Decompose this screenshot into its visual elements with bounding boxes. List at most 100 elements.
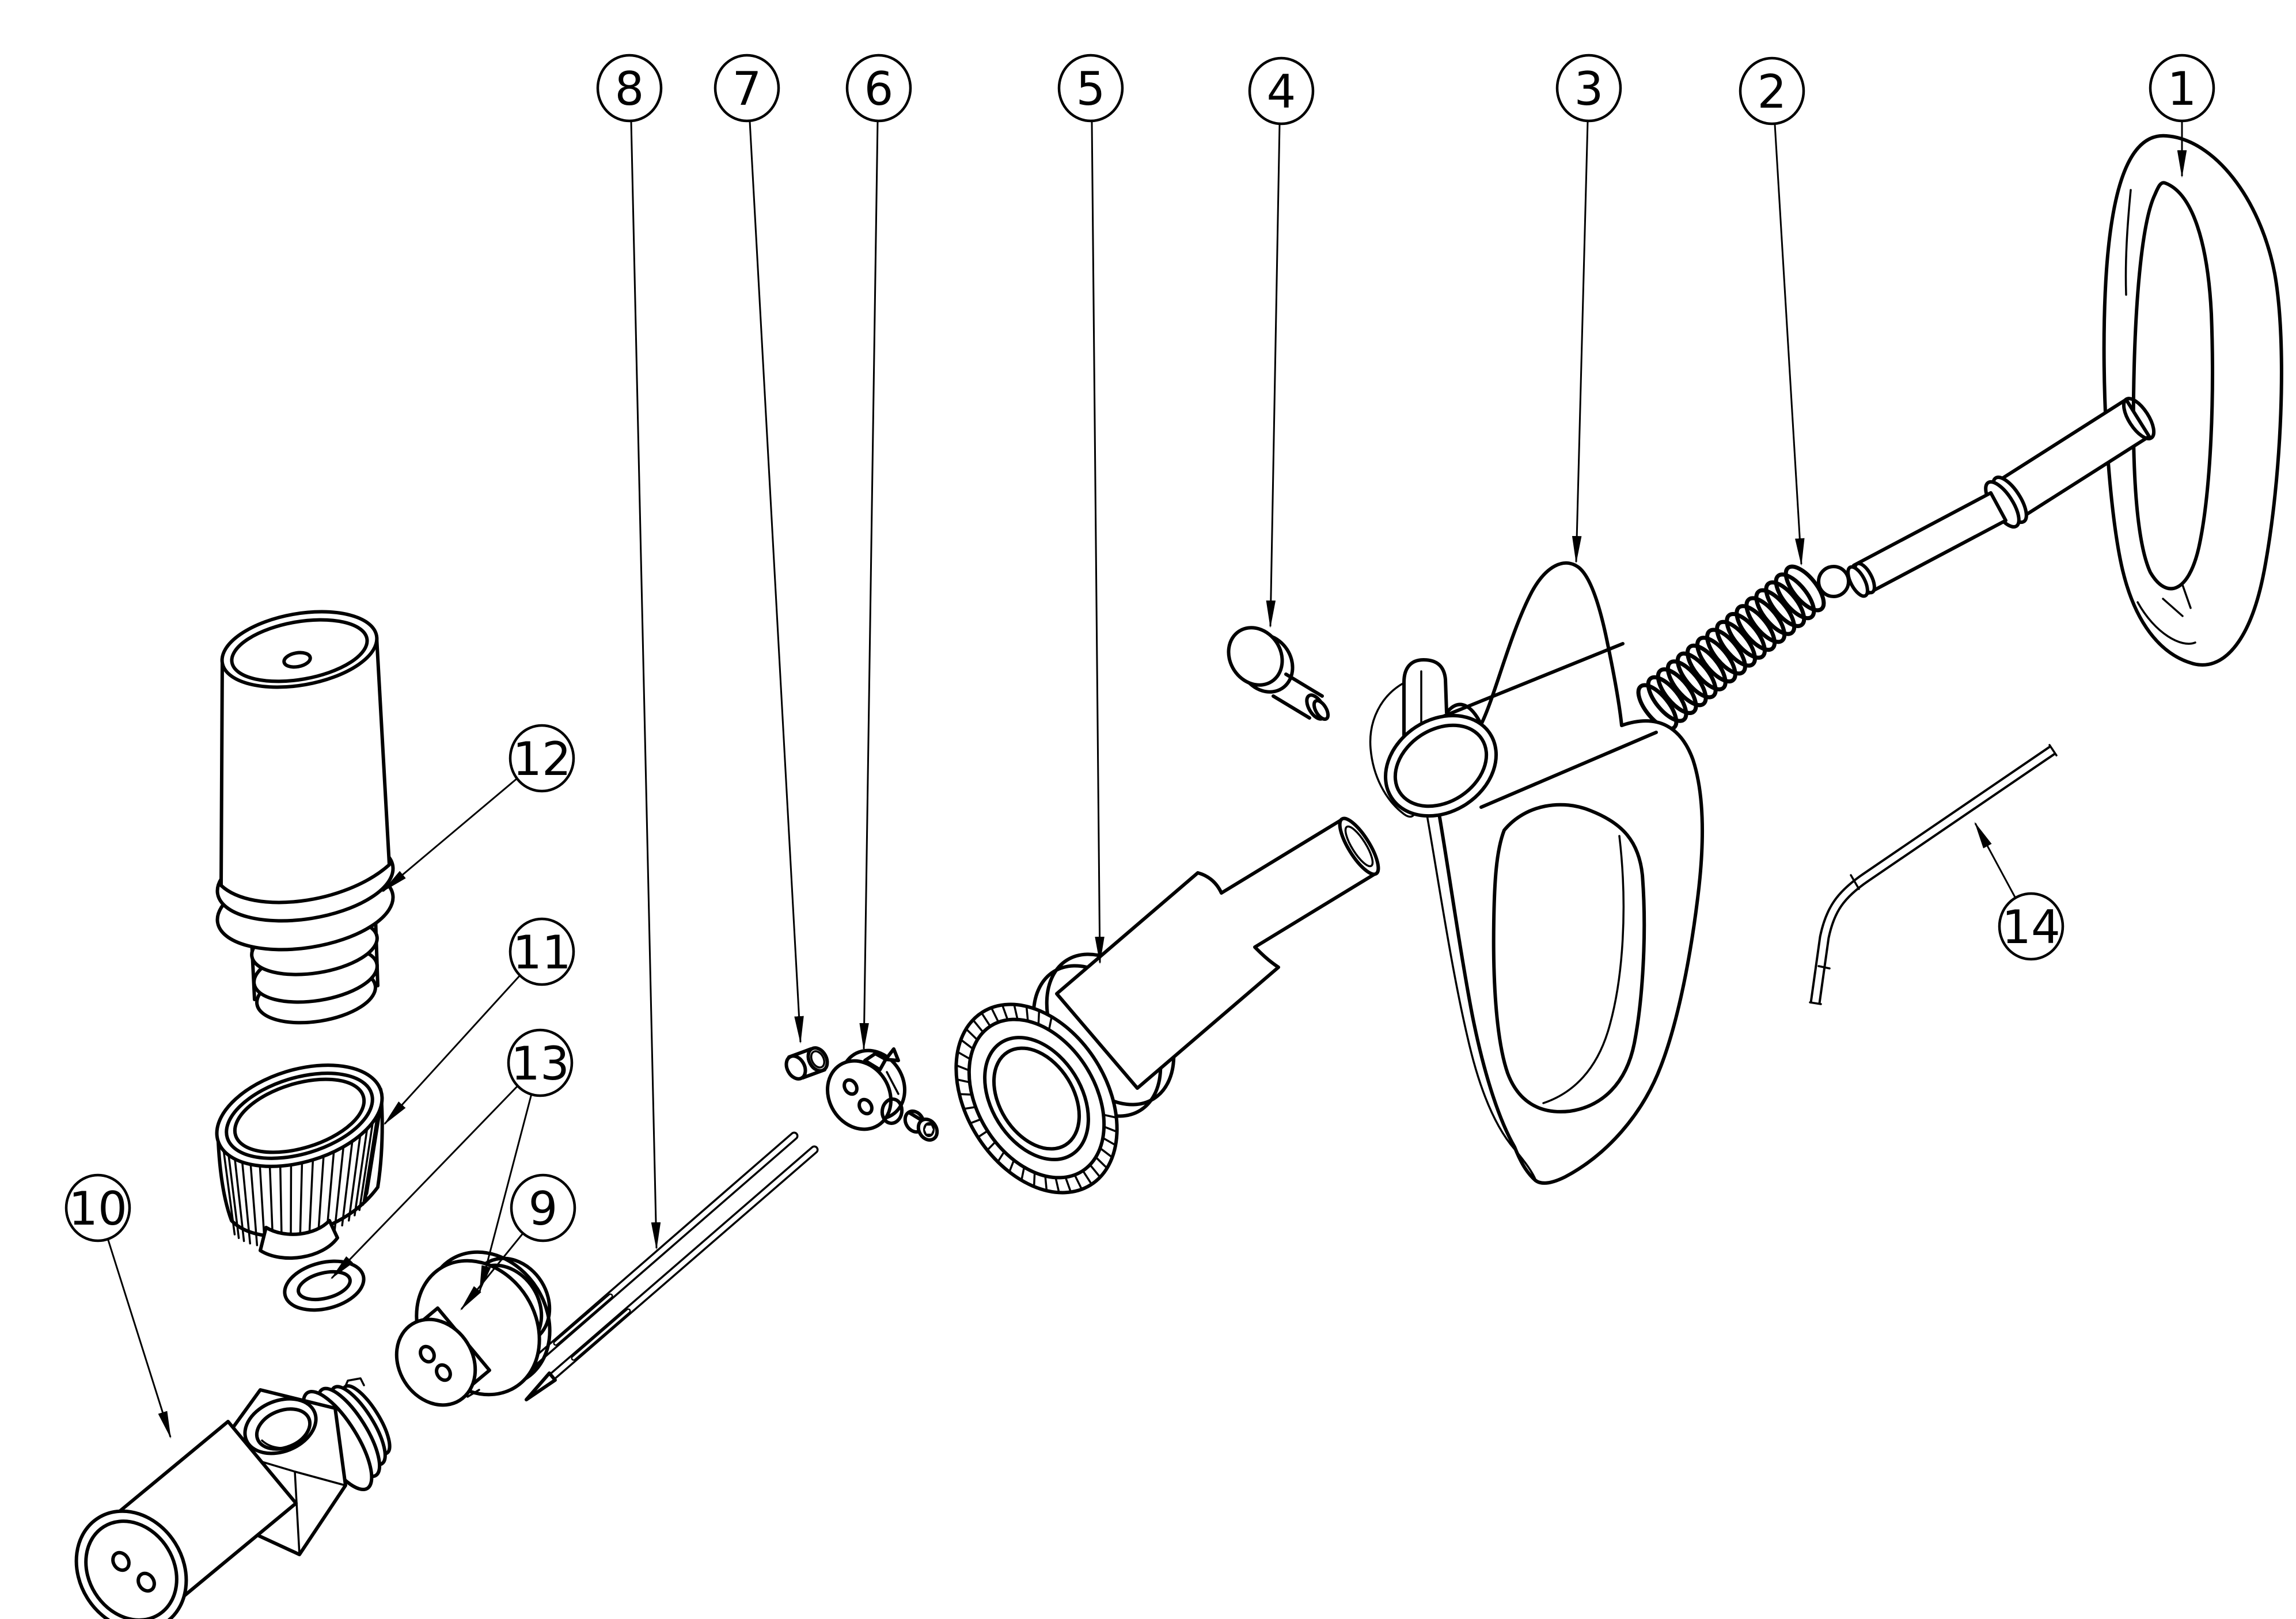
knurl-tick (1099, 1147, 1114, 1158)
callout-number-12: 12 (513, 732, 571, 786)
leader-line-3 (1572, 121, 1589, 564)
callout-number-1: 1 (2168, 62, 2197, 116)
callout-2: 2 (1739, 56, 1805, 566)
part-return-spring (1636, 564, 1826, 731)
callout-number-13: 13 (511, 1037, 570, 1090)
part-valve-disc (826, 1047, 939, 1142)
leader-line-7 (749, 121, 804, 1044)
callout-circle-13 (507, 1028, 574, 1097)
knurl-tick (1081, 1169, 1093, 1185)
knurl-tick (977, 1130, 989, 1139)
cap-knurl-ridge (299, 1161, 303, 1245)
part-knurled-cap (215, 1063, 384, 1260)
spring-coil (1783, 564, 1826, 613)
cap-knurl-ridge (308, 1158, 314, 1242)
callout-5: 5 (1057, 54, 1124, 964)
spring-coil (1675, 651, 1718, 700)
knurl-tick (957, 1051, 971, 1061)
cap-knurl-ridge (234, 1158, 245, 1242)
part-hex-key (1809, 744, 2058, 1005)
part-nozzle-insert (394, 1250, 552, 1407)
callout-14: 14 (1974, 822, 2064, 961)
spring-coil (1764, 580, 1807, 628)
knurl-tick (965, 1028, 978, 1041)
spring-coil (1646, 675, 1688, 723)
callout-circle-1 (2149, 54, 2215, 123)
knurl-tick (996, 1150, 1005, 1163)
callout-4: 4 (1248, 56, 1315, 628)
knurl-tick (1102, 1137, 1117, 1146)
callout-circle-11 (508, 917, 575, 986)
knurl-tick (955, 1064, 970, 1071)
spring-coil (1665, 659, 1708, 708)
cap-knurl-ridge (317, 1155, 325, 1239)
knurl-tick (990, 1006, 1000, 1024)
part-pistol-grip-body (1369, 561, 1705, 1185)
callout-number-14: 14 (2002, 900, 2060, 954)
callout-circle-10 (64, 1173, 131, 1242)
callout-circle-4 (1248, 56, 1315, 126)
cap-knurl-ridge (362, 1114, 378, 1206)
spring-coil (1685, 643, 1728, 691)
callout-number-8: 8 (615, 62, 644, 116)
cap-knurl-ridge (354, 1127, 369, 1217)
knurl-tick (959, 1039, 974, 1050)
leader-line-4 (1266, 124, 1281, 628)
part-valve-pin (784, 1046, 829, 1081)
knurl-tick (969, 1118, 982, 1124)
knurl-tick (1102, 1113, 1118, 1119)
callout-number-9: 9 (529, 1182, 558, 1236)
callout-1: 1 (2149, 54, 2215, 178)
knurl-tick (1025, 1005, 1029, 1023)
knurl-tick (986, 1141, 997, 1151)
callout-number-10: 10 (69, 1182, 127, 1236)
part-barrel-assembly (954, 816, 1380, 1195)
leader-line-14 (1974, 822, 2017, 899)
part-container-bottle (215, 610, 395, 1025)
cap-knurl-ridge (249, 1163, 259, 1246)
callout-circle-8 (596, 54, 663, 123)
cap-knurl-ridge (358, 1121, 374, 1211)
callout-11: 11 (383, 917, 575, 1126)
knurl-tick (1103, 1126, 1118, 1133)
cap-knurl-ridge (222, 1149, 236, 1236)
spring-coil (1774, 572, 1816, 621)
knurl-tick (1013, 1003, 1019, 1021)
leader-line-9 (460, 1232, 525, 1311)
spring-coil (1656, 667, 1698, 715)
callout-number-6: 6 (864, 62, 894, 116)
knurl-tick (980, 1012, 992, 1028)
spring-coil (1735, 604, 1777, 652)
callout-number-11: 11 (513, 926, 571, 979)
leader-line-12 (381, 777, 518, 892)
callout-7: 7 (714, 54, 804, 1044)
part-nozzle-body (74, 1377, 392, 1619)
leader-line-11 (383, 974, 521, 1126)
callout-circle-5 (1057, 54, 1124, 123)
callout-circle-6 (845, 54, 912, 123)
leader-line-13 (479, 1093, 533, 1293)
knurl-tick (1089, 1164, 1102, 1179)
cap-knurl-ridge (348, 1134, 362, 1222)
leader-line-13 (330, 1085, 519, 1280)
callout-circle-9 (510, 1173, 576, 1242)
part-o-ring-seal (283, 1259, 366, 1312)
knurl-tick (1064, 1176, 1072, 1194)
callout-circle-12 (508, 724, 575, 793)
spring-coil (1705, 628, 1747, 676)
part-t-handle-plunger (1817, 134, 2283, 667)
callout-number-5: 5 (1076, 62, 1106, 116)
callout-3: 3 (1555, 54, 1622, 564)
knurl-tick (1095, 1156, 1109, 1169)
callout-circle-7 (714, 54, 780, 123)
leader-line-8 (630, 121, 661, 1250)
spring-coil (1754, 588, 1797, 636)
callout-circle-3 (1555, 54, 1622, 123)
cap-knurl-ridge (227, 1154, 240, 1239)
leader-line-10 (107, 1238, 172, 1439)
cap-knurl-ridge (365, 1108, 381, 1200)
callout-6: 6 (845, 54, 912, 1051)
knurl-tick (1048, 1016, 1053, 1031)
callout-13: 13 (330, 1028, 574, 1293)
